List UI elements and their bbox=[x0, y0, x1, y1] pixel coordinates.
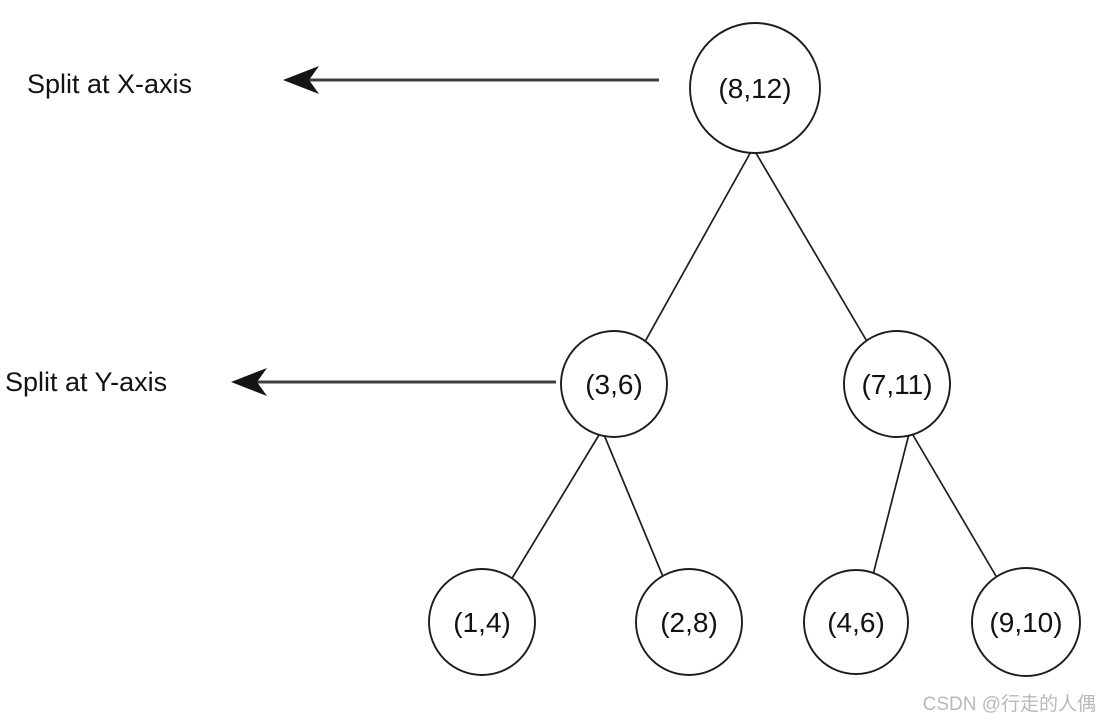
split-y-label: Split at Y-axis bbox=[5, 367, 167, 397]
tree-node-4-6: (4,6) bbox=[803, 569, 909, 675]
tree-node-3-6: (3,6) bbox=[560, 330, 668, 438]
tree-node-2-8: (2,8) bbox=[635, 568, 743, 676]
split-y-arrowhead-icon bbox=[231, 368, 267, 396]
tree-node-1-4: (1,4) bbox=[428, 568, 536, 676]
node-label: (9,10) bbox=[989, 607, 1062, 638]
node-circle bbox=[971, 567, 1081, 677]
node-circle bbox=[843, 330, 951, 438]
node-label: (3,6) bbox=[585, 369, 643, 400]
node-label: (2,8) bbox=[660, 607, 718, 638]
tree-edge-root-left bbox=[627, 147, 754, 373]
split-x-label: Split at X-axis bbox=[27, 69, 192, 99]
csdn-watermark: CSDN @行走的人偶 bbox=[923, 693, 1096, 715]
node-circle bbox=[689, 22, 821, 154]
node-label: (4,6) bbox=[827, 607, 885, 638]
node-circle bbox=[428, 568, 536, 676]
node-label: (8,12) bbox=[718, 73, 791, 104]
split-x-arrow bbox=[283, 66, 659, 94]
tree-edge-root-right bbox=[752, 147, 886, 373]
tree-edges bbox=[493, 147, 1017, 611]
split-y-arrow bbox=[231, 368, 556, 396]
tree-node-7-11: (7,11) bbox=[843, 330, 951, 438]
node-circle bbox=[635, 568, 743, 676]
node-circle bbox=[803, 569, 909, 675]
node-label: (7,11) bbox=[861, 369, 932, 400]
node-label: (1,4) bbox=[453, 607, 511, 638]
node-circle bbox=[560, 330, 668, 438]
tree-node-9-10: (9,10) bbox=[971, 567, 1081, 677]
split-x-arrowhead-icon bbox=[283, 66, 319, 94]
tree-node-8-12: (8,12) bbox=[689, 22, 821, 154]
